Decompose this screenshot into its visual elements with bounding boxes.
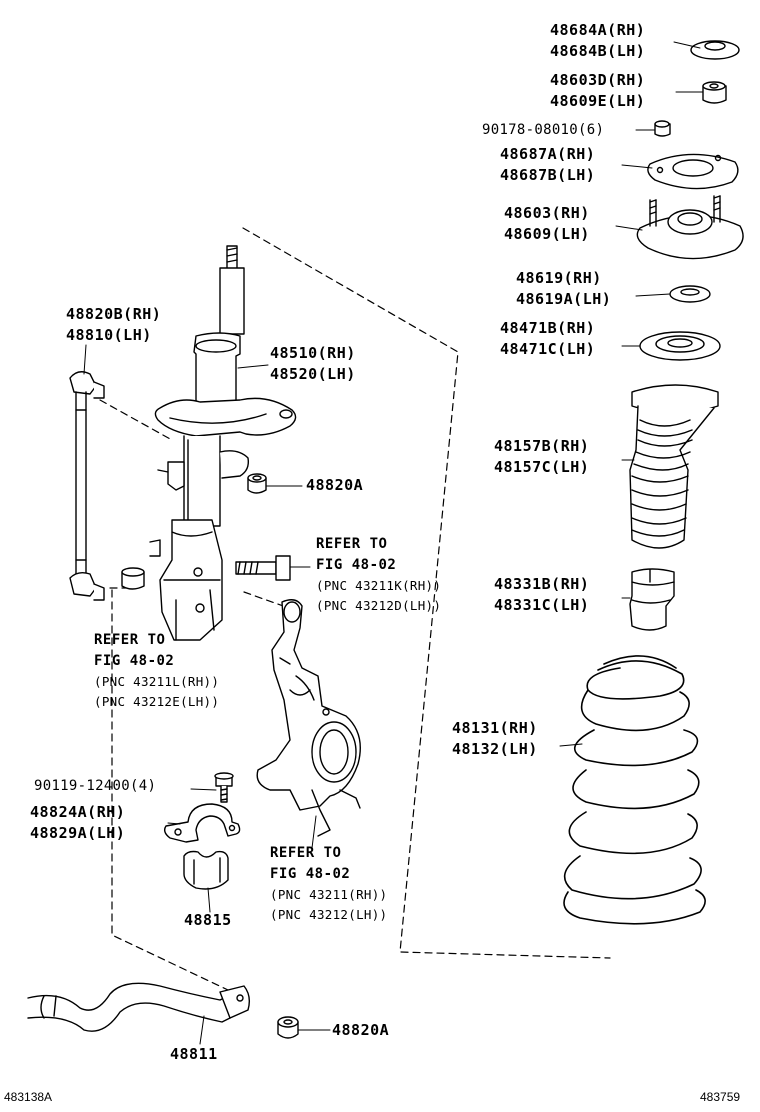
knuckle-bolt-part — [235, 555, 291, 581]
upper-cap-part — [690, 40, 740, 60]
label-upper-nut: 48603D(RH)48609E(LH) — [550, 71, 646, 110]
label-strut: 48510(RH)48520(LH) — [270, 344, 356, 383]
label-strut-nut: 48820A — [306, 476, 364, 494]
steering-knuckle-part — [256, 599, 361, 837]
label-dust-boot: 48157B(RH)48157C(LH) — [494, 437, 590, 476]
label-bearing: 48619(RH)48619A(LH) — [516, 269, 612, 308]
label-bolt-qty: 90119-12400(4) — [34, 778, 157, 794]
upper-nut-part — [702, 81, 727, 104]
stabilizer-bar-part — [27, 982, 251, 1032]
leader-lines — [83, 41, 704, 1045]
label-bushing: 48815 — [184, 911, 232, 929]
coil-spring-part — [563, 655, 706, 925]
strut-mount-part — [636, 195, 744, 260]
reference-note-3: REFER TO FIG 48-02 (PNC 43211(RH)) (PNC … — [270, 845, 388, 922]
diagram-code-left: 483138A — [4, 1090, 53, 1104]
strut-assembly-part — [149, 245, 297, 641]
label-upper-cap: 48684A(RH)48684B(LH) — [550, 21, 646, 60]
label-bottom-nut: 48820A — [332, 1021, 390, 1039]
strut-nut-part — [247, 473, 267, 494]
spring-seat-part — [639, 331, 721, 361]
reference-note-2: REFER TO FIG 48-02 (PNC 43211L(RH)) (PNC… — [94, 632, 220, 709]
link-nut-part — [121, 567, 145, 590]
bushing-part — [183, 850, 229, 890]
dust-boot-part — [629, 384, 719, 549]
label-coil-spring: 48131(RH)48132(LH) — [452, 719, 538, 758]
label-bump-stopper: 48331B(RH)48331C(LH) — [494, 575, 590, 614]
label-gasket: 48687A(RH)48687B(LH) — [500, 145, 596, 184]
bracket-bolt-part — [214, 772, 234, 803]
diagram-code-right: 483759 — [700, 1090, 741, 1104]
label-spring-seat: 48471B(RH)48471C(LH) — [500, 319, 596, 358]
small-nut-part — [654, 120, 671, 137]
bearing-part — [669, 285, 711, 303]
label-nut-qty: 90178-08010(6) — [482, 122, 605, 138]
label-strut-mount: 48603(RH)48609(LH) — [504, 204, 590, 243]
bump-stopper-part — [629, 568, 675, 631]
stabilizer-bracket-part — [163, 803, 241, 843]
gasket-part — [647, 153, 739, 190]
bottom-nut-part — [277, 1016, 299, 1039]
reference-note-1: REFER TO FIG 48-02 (PNC 43211K(RH)) (PNC… — [316, 536, 442, 613]
label-stabilizer-link: 48820B(RH)48810(LH) — [66, 305, 162, 344]
stabilizer-link-part — [69, 371, 105, 601]
label-stabilizer-bar: 48811 — [170, 1045, 218, 1063]
label-bracket: 48824A(RH)48829A(LH) — [30, 803, 126, 842]
